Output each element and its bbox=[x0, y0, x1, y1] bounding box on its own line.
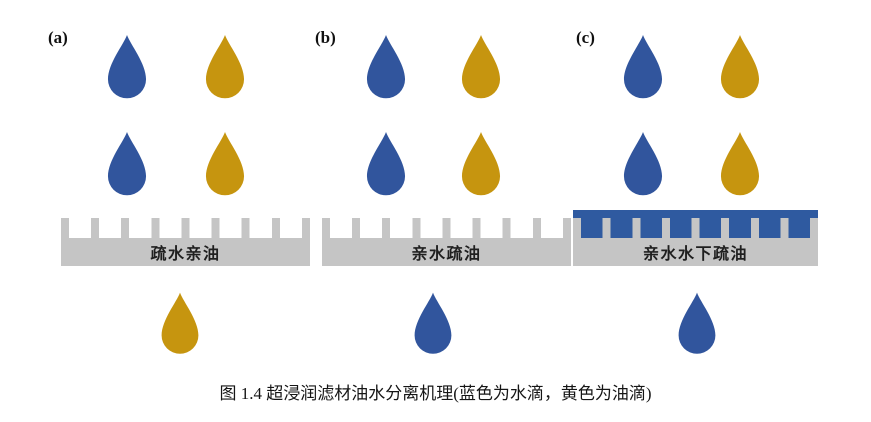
water-drop-icon bbox=[619, 33, 667, 101]
water-drop-filtrate-icon bbox=[674, 290, 720, 357]
oil-drop-shape bbox=[205, 35, 245, 99]
water-drop-shape bbox=[107, 35, 147, 99]
membrane-teeth bbox=[61, 218, 310, 238]
surface-wettability-label: 亲水疏油 bbox=[411, 246, 482, 263]
oil-drop-filtrate-icon bbox=[157, 290, 203, 357]
membrane-base: 亲水疏油 bbox=[322, 238, 571, 266]
oil-drop-shape bbox=[205, 132, 245, 196]
panel-a: (a) 疏水亲油 bbox=[48, 25, 320, 365]
water-drop-shape bbox=[678, 292, 716, 354]
oil-drop-shape bbox=[161, 292, 199, 354]
water-drop-filtrate-icon bbox=[410, 290, 456, 357]
oil-drop-icon bbox=[457, 33, 505, 101]
oil-drop-icon bbox=[716, 33, 764, 101]
oil-drop-shape bbox=[720, 35, 760, 99]
water-drop-shape bbox=[414, 292, 452, 354]
membrane-teeth bbox=[322, 218, 571, 238]
water-drop-icon bbox=[362, 130, 410, 198]
oil-drop-icon bbox=[457, 130, 505, 198]
surface-wettability-label: 疏水亲油 bbox=[150, 246, 221, 263]
oil-drop-icon bbox=[201, 33, 249, 101]
oil-drop-shape bbox=[461, 35, 501, 99]
water-drop-shape bbox=[366, 35, 406, 99]
water-drop-icon bbox=[362, 33, 410, 101]
panel-c: (c) 亲水水下疏油 bbox=[560, 25, 832, 365]
oil-drop-shape bbox=[720, 132, 760, 196]
water-layer bbox=[573, 210, 818, 218]
panel-a-tag: (a) bbox=[48, 28, 68, 47]
panel-b-tag: (b) bbox=[315, 28, 336, 47]
surface-wettability-label: 亲水水下疏油 bbox=[642, 246, 748, 263]
oil-drop-shape bbox=[461, 132, 501, 196]
panel-c-tag: (c) bbox=[576, 28, 595, 47]
water-drop-shape bbox=[366, 132, 406, 196]
membrane-base: 疏水亲油 bbox=[61, 238, 310, 266]
figure-caption: 图 1.4 超浸润滤材油水分离机理(蓝色为水滴，黄色为油滴) bbox=[219, 384, 652, 403]
membrane-teeth-water-filled bbox=[573, 218, 818, 238]
oil-drop-icon bbox=[201, 130, 249, 198]
water-drop-icon bbox=[103, 33, 151, 101]
water-drop-shape bbox=[107, 132, 147, 196]
water-drop-shape bbox=[623, 132, 663, 196]
water-drop-icon bbox=[103, 130, 151, 198]
panel-b: (b) 亲水疏油 bbox=[309, 25, 581, 365]
membrane-base: 亲水水下疏油 bbox=[573, 238, 818, 266]
water-drop-shape bbox=[623, 35, 663, 99]
water-drop-icon bbox=[619, 130, 667, 198]
oil-drop-icon bbox=[716, 130, 764, 198]
